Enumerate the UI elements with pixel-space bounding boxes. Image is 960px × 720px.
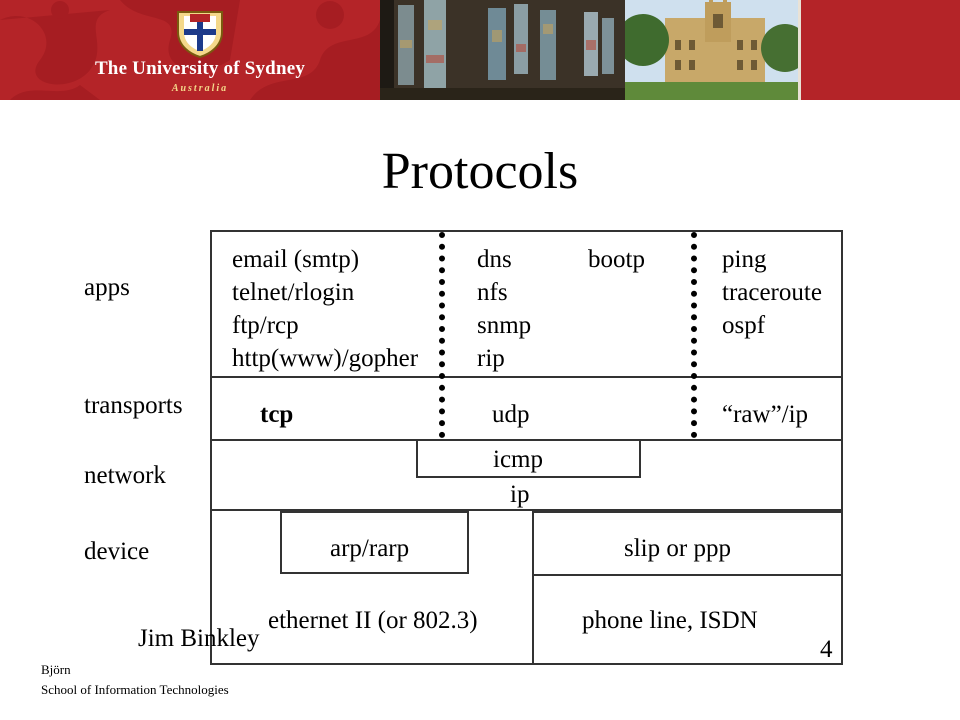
app-rip: rip [477,345,505,372]
layer-label-transports: transports [84,392,183,419]
apps-row-box [210,230,843,378]
app-ospf: ospf [722,312,766,339]
transport-tcp: tcp [260,401,294,428]
header-banner: The University of Sydney Australia [0,0,960,100]
device-ethernet: ethernet II (or 802.3) [268,607,478,634]
app-bootp: bootp [588,246,645,273]
transport-raw-ip: “raw”/ip [722,401,809,428]
transport-udp: udp [492,401,530,428]
app-nfs: nfs [477,279,508,306]
page-number: 4 [820,636,833,663]
university-crest-icon [177,11,223,58]
university-country: Australia [171,83,229,94]
layer-label-device: device [84,538,150,565]
slide-title: Protocols [381,143,579,200]
university-name: The University of Sydney [94,58,306,79]
footer-name: Björn [41,662,71,677]
banner-divider [798,0,801,100]
app-telnet-rlogin: telnet/rlogin [232,279,355,306]
author-name: Jim Binkley [138,625,260,652]
app-ftp-rcp: ftp/rcp [232,312,299,339]
stained-glass-photo [380,0,625,100]
campus-building-photo [625,0,798,100]
app-traceroute: traceroute [722,279,822,306]
device-phone-isdn: phone line, ISDN [582,607,758,634]
device-arp-rarp: arp/rarp [330,535,410,562]
network-ip: ip [510,481,530,508]
arp-rarp-box [280,511,469,574]
app-snmp: snmp [477,312,532,339]
app-ping: ping [722,246,767,273]
app-email-smtp: email (smtp) [232,246,360,273]
icmp-box [416,439,641,478]
app-dns: dns [477,246,512,273]
phone-line-box [532,574,843,665]
footer-school: School of Information Technologies [41,682,229,697]
layer-label-network: network [84,462,166,489]
app-http-gopher: http(www)/gopher [232,345,419,372]
network-icmp: icmp [493,446,543,473]
separator-dashed-1 [439,232,445,438]
separator-dashed-2 [691,232,697,438]
layer-label-apps: apps [84,274,130,301]
device-slip-ppp: slip or ppp [624,535,731,562]
